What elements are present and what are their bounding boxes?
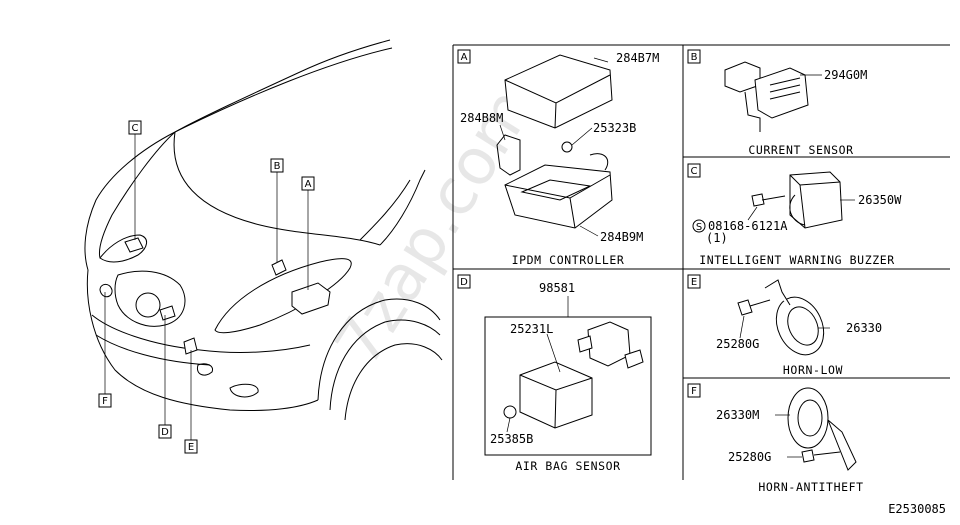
svg-text:C: C: [132, 123, 139, 134]
caption-ipdm-controller: IPDM CONTROLLER: [512, 253, 625, 267]
svg-text:A: A: [461, 52, 468, 63]
panel-grid: [452, 44, 950, 480]
svg-text:E: E: [691, 277, 697, 288]
svg-text:B: B: [691, 52, 698, 63]
svg-text:E: E: [188, 442, 194, 453]
car-callout-e: E: [184, 439, 198, 454]
part-08168-6121a: 08168-6121A: [708, 219, 788, 233]
panel-b-current-sensor: B: [687, 49, 822, 132]
part-25385b: 25385B: [490, 432, 533, 446]
diagram-code: E2530085: [888, 502, 946, 516]
panel-d-air-bag-sensor: D: [457, 274, 652, 456]
car-callout-b: B: [270, 158, 284, 173]
svg-text:A: A: [305, 179, 312, 190]
car-callout-d: D: [158, 424, 172, 439]
part-25323b: 25323B: [593, 121, 636, 135]
caption-warning-buzzer: INTELLIGENT WARNING BUZZER: [699, 253, 895, 267]
svg-text:F: F: [102, 396, 108, 407]
part-284b7m: 284B7M: [616, 51, 659, 65]
car-callout-a: A: [301, 176, 315, 191]
panel-c-warning-buzzer: C: [687, 163, 855, 233]
svg-text:D: D: [161, 427, 169, 438]
car-callout-c: C: [128, 120, 142, 135]
caption-air-bag-sensor: AIR BAG SENSOR: [515, 459, 620, 473]
part-26350w: 26350W: [858, 193, 902, 207]
part-25280g-f: 25280G: [728, 450, 771, 464]
caption-horn-low: HORN-LOW: [783, 363, 843, 377]
part-26330m: 26330M: [716, 408, 759, 422]
part-294g0m: 294G0M: [824, 68, 867, 82]
car-front-illustration: [84, 39, 443, 440]
svg-text:F: F: [691, 386, 697, 397]
part-25280g-e: 25280G: [716, 337, 759, 351]
panel-e-horn-low: E: [687, 274, 830, 356]
car-callout-f: F: [98, 393, 112, 408]
svg-text:B: B: [274, 161, 281, 172]
svg-text:D: D: [460, 277, 468, 288]
part-284b8m: 284B8M: [460, 111, 503, 125]
caption-horn-antitheft: HORN-ANTITHEFT: [758, 480, 863, 494]
screw-symbol: S: [696, 222, 702, 233]
part-98581: 98581: [539, 281, 575, 295]
caption-current-sensor: CURRENT SENSOR: [748, 143, 853, 157]
part-25231l: 25231L: [510, 322, 553, 336]
panel-f-horn-antitheft: F: [687, 383, 857, 471]
svg-text:C: C: [691, 166, 698, 177]
part-26330: 26330: [846, 321, 882, 335]
panel-a-ipdm-controller: A: [457, 49, 613, 237]
part-qty-1: (1): [706, 231, 728, 245]
part-284b9m: 284B9M: [600, 230, 643, 244]
